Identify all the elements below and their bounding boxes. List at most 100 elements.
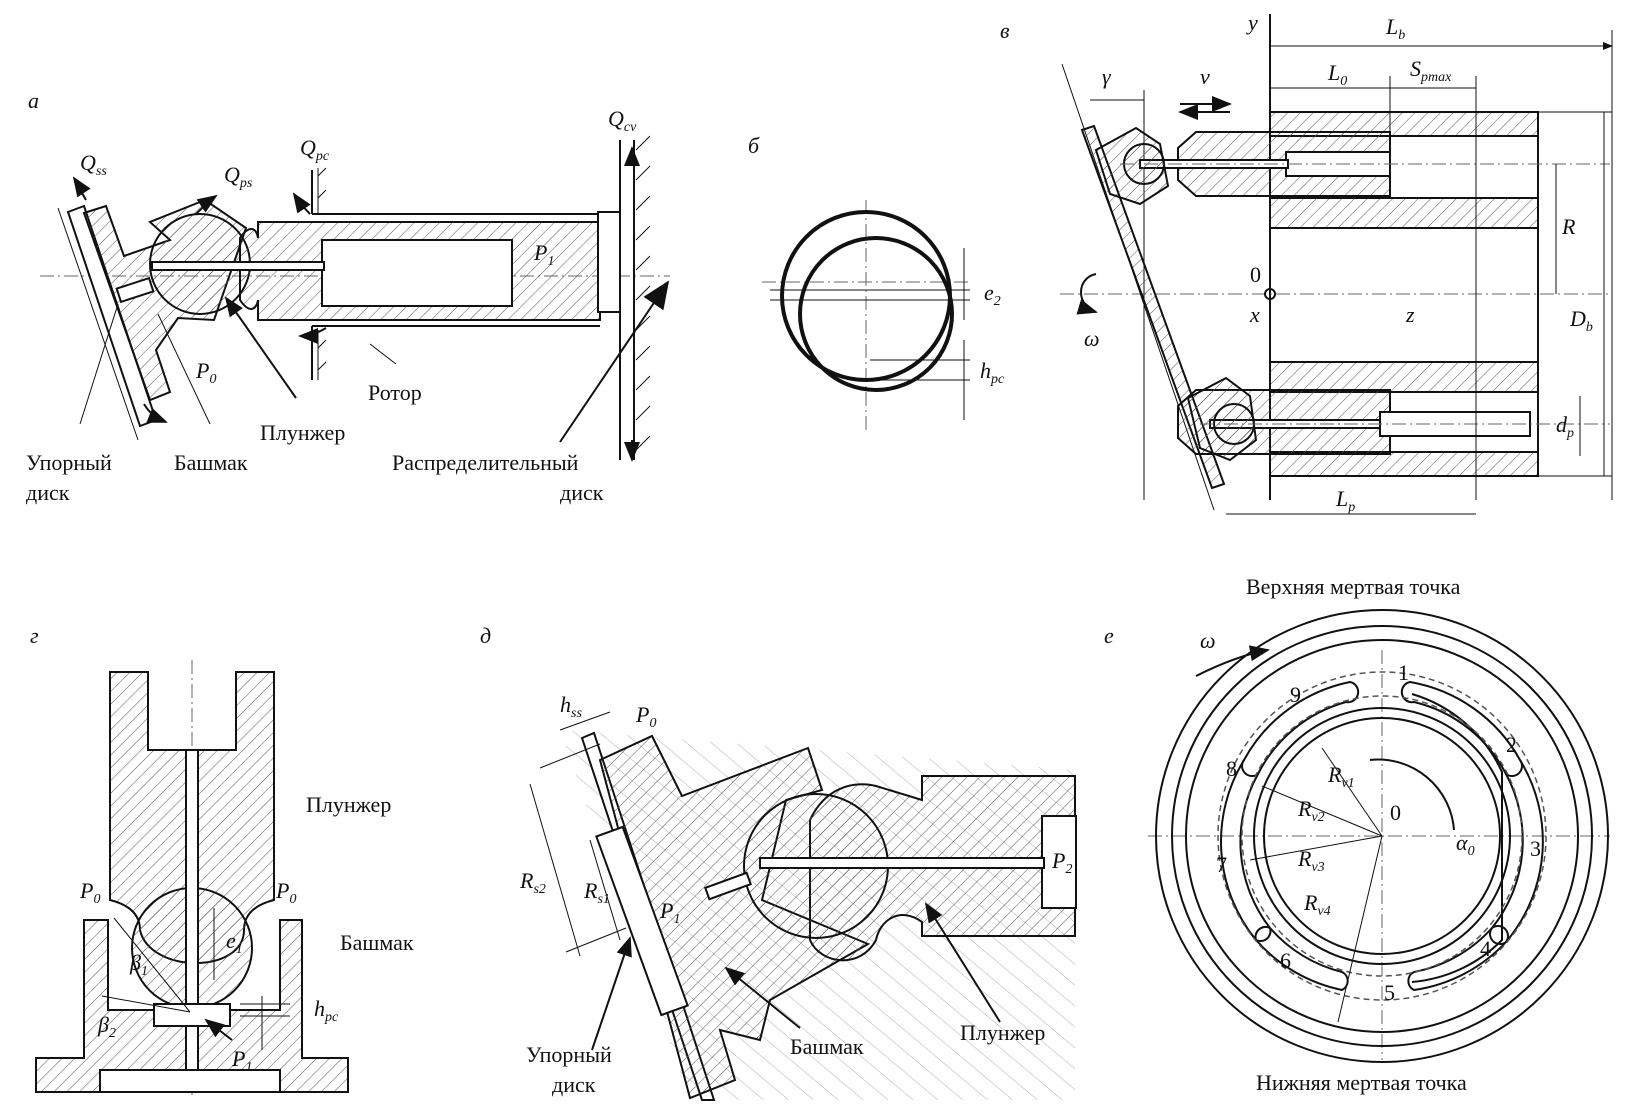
flow-arrow-qps — [195, 194, 218, 215]
label-thrust-disk-1: Упорный — [526, 1042, 612, 1067]
thrust-disk-edge — [57, 207, 139, 441]
flow-arrow-qss — [72, 176, 91, 201]
panel-b: б e2 hpc — [748, 133, 1005, 430]
plunger-cavity — [1041, 815, 1077, 909]
label-r: R — [1561, 214, 1576, 239]
leader-rotor — [369, 343, 397, 365]
label-omega: ω — [1084, 326, 1100, 351]
leader-shoe — [724, 966, 801, 1029]
plunger-channel — [185, 749, 199, 1021]
inner-circle — [798, 236, 954, 392]
label-valve-plate-2: диск — [560, 480, 604, 505]
rs2-ext-bottom — [565, 927, 627, 953]
label-rs1: Rs1 — [583, 878, 610, 907]
beta-line-1 — [113, 917, 191, 1013]
label-bottom-dead-center: Нижняя мертвая точка — [1256, 1070, 1467, 1095]
label-p1: P1 — [231, 1046, 252, 1075]
label-hpc: hpc — [980, 358, 1005, 387]
block-bottom-wall — [1269, 451, 1539, 477]
inner-ring-2 — [1263, 717, 1501, 955]
rv3-line — [1249, 835, 1383, 861]
label-y: y — [1246, 10, 1258, 35]
rv2-line — [1261, 785, 1383, 837]
label-top-dead-center: Верхняя мертвая точка — [1246, 574, 1461, 599]
beta-line-2 — [101, 995, 191, 1013]
label-qcv: Qcv — [608, 106, 637, 135]
omega-arrow — [1076, 273, 1098, 315]
label-shoe: Башмак — [340, 930, 414, 955]
rotor-hatch-top — [317, 167, 327, 214]
rs2-ext-top — [539, 743, 601, 769]
p1-arrow — [204, 1018, 233, 1041]
flow-arrow-qpc — [292, 192, 311, 215]
label-e2: e2 — [984, 280, 1001, 309]
leader-thrust-disk — [591, 936, 632, 1051]
label-rotor: Ротор — [368, 380, 422, 405]
omega-arrow — [1195, 645, 1270, 677]
label-omega: ω — [1200, 628, 1216, 653]
hss-dim — [559, 711, 611, 731]
label-e1: e1 — [226, 928, 243, 957]
label-port-7: 7 — [1216, 852, 1227, 877]
label-gamma: γ — [1102, 64, 1112, 89]
outer-ring-3 — [1185, 639, 1579, 1033]
inner-ring-1 — [1253, 707, 1511, 965]
panel-g-label: г — [30, 623, 39, 648]
label-plunger: Плунжер — [960, 1020, 1045, 1045]
shoe-base — [35, 919, 349, 1093]
leader-valve-plate — [559, 280, 670, 443]
port-left-bottom — [1254, 925, 1349, 992]
valve-plate-hatch — [635, 135, 651, 451]
panel-a-label: а — [28, 88, 39, 113]
label-rv2: Rv2 — [1297, 796, 1325, 825]
label-qss: Qss — [80, 150, 107, 179]
label-thrust-disk-2: диск — [552, 1072, 596, 1097]
label-spmax: Spmax — [1410, 56, 1452, 85]
port-boundary-line — [1337, 835, 1383, 1023]
leader-shoe — [157, 313, 211, 425]
label-db: Db — [1569, 306, 1593, 335]
shoe-channel — [185, 1025, 199, 1071]
label-p2: P2 — [1051, 848, 1072, 877]
rotor-hatch-bottom — [317, 330, 327, 380]
label-port-3: 3 — [1530, 836, 1541, 861]
label-p0-left: P0 — [79, 878, 100, 907]
label-lb: Lb — [1385, 14, 1405, 43]
label-rv3: Rv3 — [1297, 846, 1325, 875]
port-right-side — [1489, 759, 1544, 945]
label-port-8: 8 — [1226, 756, 1237, 781]
outer-ring-2 — [1171, 625, 1593, 1047]
label-rs2: Rs2 — [519, 868, 546, 897]
flow-arrow-qss-bottom — [143, 403, 168, 423]
label-shoe: Башмак — [790, 1034, 864, 1059]
label-zero: 0 — [1250, 262, 1261, 287]
flow-arrow-qpc-bottom — [298, 327, 327, 344]
rs1-dim — [589, 839, 621, 941]
label-valve-plate-1: Распределительный — [392, 450, 579, 475]
plunger-cavity — [321, 239, 513, 307]
label-rv1: Rv1 — [1327, 762, 1355, 791]
label-v: v — [1200, 64, 1210, 89]
label-rv4: Rv4 — [1303, 890, 1331, 919]
block-upper-mid — [1269, 197, 1539, 229]
label-port-5: 5 — [1384, 980, 1395, 1005]
label-plunger: Плунжер — [260, 420, 345, 445]
shoe-inner-plate — [595, 825, 689, 1017]
panel-v: в — [1000, 10, 1613, 515]
label-p0: P0 — [195, 358, 216, 387]
origin — [1264, 288, 1276, 300]
block-lower-mid — [1269, 361, 1539, 393]
shoe-orifice — [703, 871, 753, 901]
panel-a: а — [26, 88, 670, 505]
shoe-orifice — [115, 276, 155, 304]
label-beta1: β1 — [129, 950, 148, 979]
label-p1: P1 — [533, 240, 554, 269]
label-beta2: β2 — [97, 1012, 116, 1041]
plunger-channel — [759, 857, 1045, 869]
panel-b-label: б — [748, 133, 760, 158]
label-port-6: 6 — [1280, 948, 1291, 973]
label-p1: P1 — [659, 898, 680, 927]
label-hpc: hpc — [314, 996, 339, 1025]
label-p0: P0 — [635, 702, 656, 731]
